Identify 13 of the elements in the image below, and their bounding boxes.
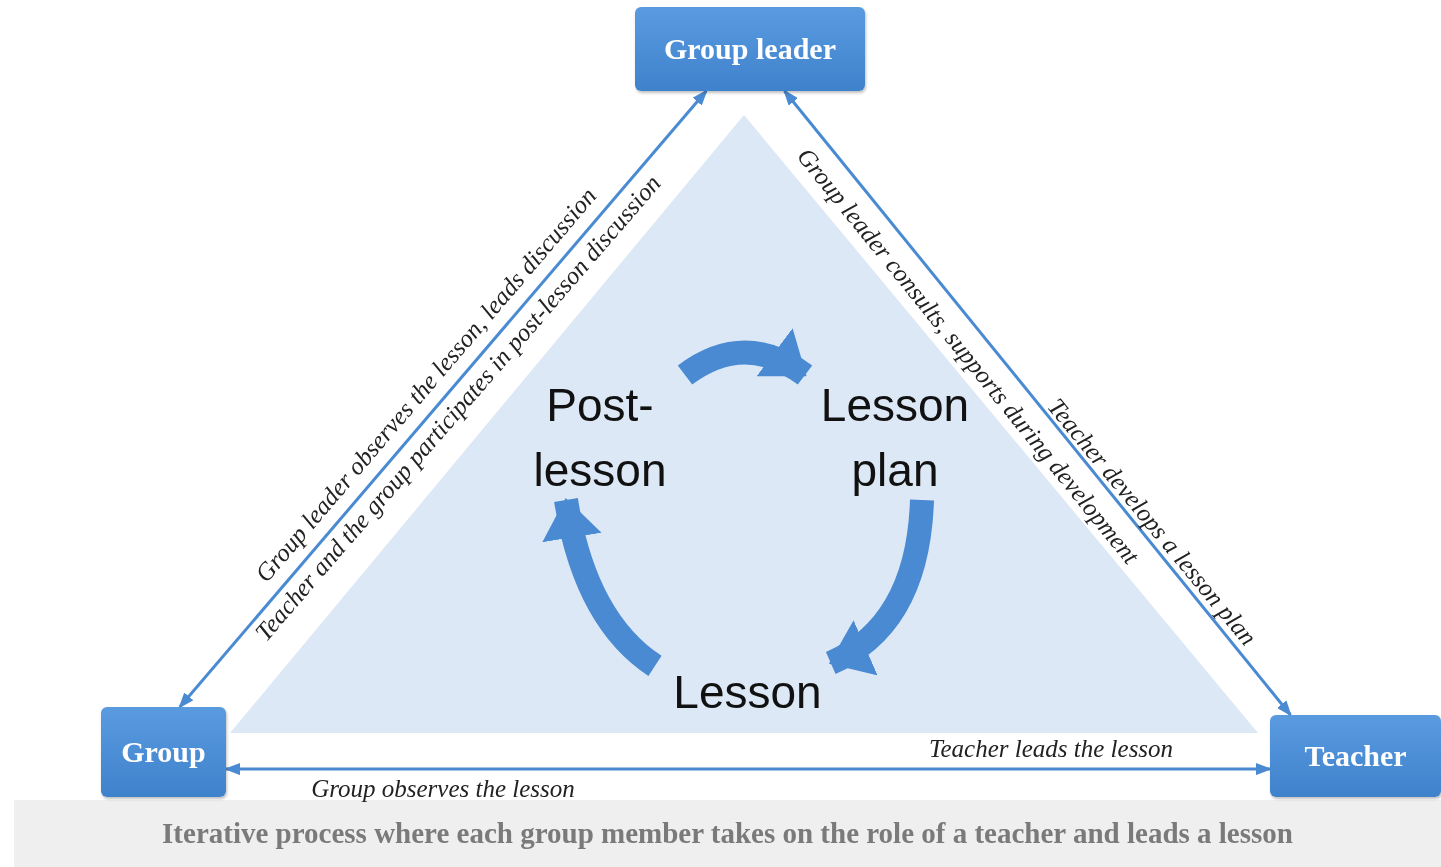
- role-box: Group leader: [635, 7, 865, 91]
- arrow: [224, 763, 1272, 776]
- arrow: [178, 89, 708, 709]
- triangle-shape: [230, 115, 1258, 733]
- annotation-text: Group observes the lesson: [311, 775, 575, 803]
- role-box: Group: [101, 707, 226, 797]
- stage-label: Lesson: [655, 663, 840, 721]
- arrow: [783, 89, 1292, 717]
- role-box: Teacher: [1270, 715, 1441, 797]
- arrow: [825, 499, 934, 674]
- stage-label: Post-lesson: [515, 375, 685, 500]
- edge-label: Teacher leads the lesson: [928, 735, 1173, 764]
- arrow: [543, 497, 663, 676]
